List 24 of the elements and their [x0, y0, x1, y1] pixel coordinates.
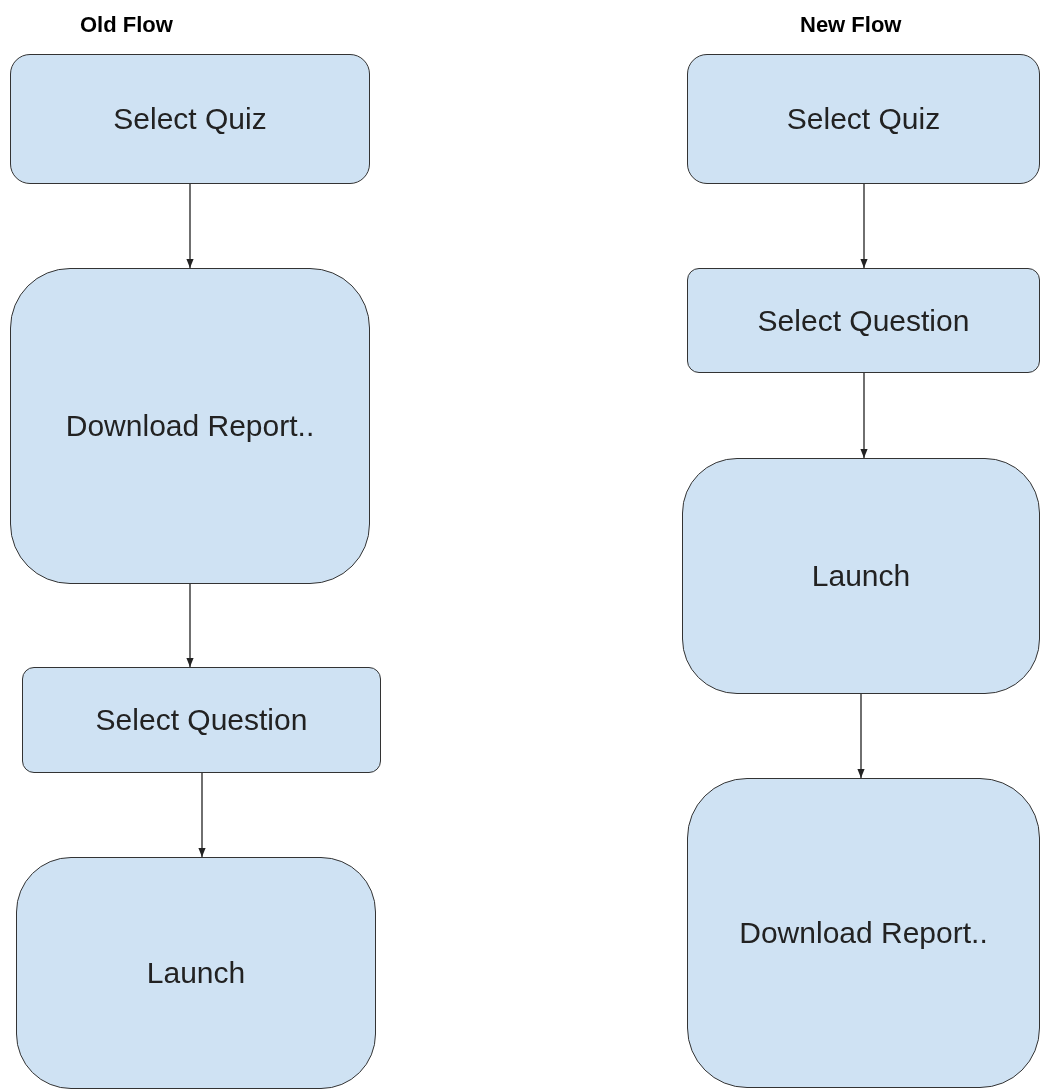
- box-label: Select Quiz: [786, 102, 941, 136]
- box-label: Select Question: [95, 703, 308, 737]
- process-box: [16, 857, 376, 1089]
- process-box: [10, 54, 370, 184]
- process-box: [10, 268, 370, 584]
- box-label: Download Report..: [65, 409, 315, 443]
- process-box: [22, 667, 381, 773]
- box-label: Launch: [146, 956, 246, 990]
- process-box: [682, 458, 1040, 694]
- box-label: Launch: [811, 559, 911, 593]
- column-heading: New Flow: [800, 12, 902, 38]
- arrow: [860, 183, 868, 269]
- arrow: [857, 693, 865, 779]
- arrow: [186, 583, 194, 668]
- box-label: Select Quiz: [113, 102, 267, 136]
- column-heading: Old Flow: [80, 12, 173, 38]
- box-label: Select Question: [757, 303, 970, 338]
- box-label: Download Report..: [739, 916, 988, 950]
- process-box: [687, 268, 1040, 373]
- process-box: [687, 778, 1040, 1088]
- arrow: [860, 372, 868, 459]
- arrow: [186, 183, 194, 269]
- process-box: [687, 54, 1040, 184]
- arrow: [198, 772, 206, 858]
